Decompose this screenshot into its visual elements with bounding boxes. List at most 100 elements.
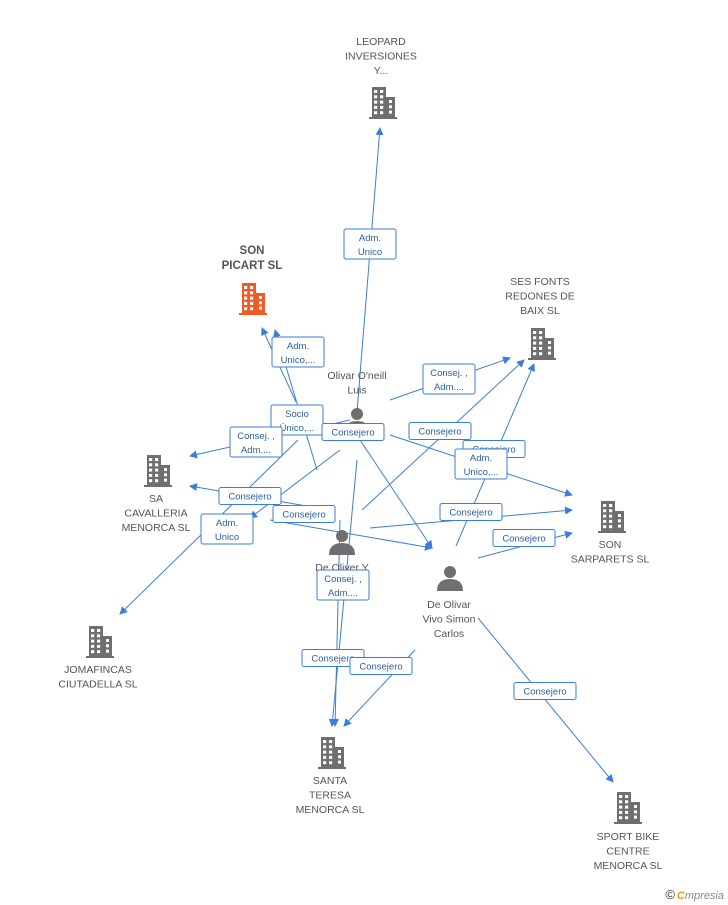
badge-box — [316, 569, 370, 601]
company-icon[interactable] — [144, 455, 172, 487]
node-label-line: MENORCA SL — [296, 804, 365, 816]
relation-badge[interactable]: Adm. Unico,... — [271, 336, 325, 368]
node-label-line: INVERSIONES — [345, 51, 417, 63]
person-icon[interactable] — [329, 530, 355, 555]
node-label-line: MENORCA SL — [594, 860, 663, 872]
company-icon[interactable] — [318, 737, 346, 769]
relation-badge[interactable]: Consej. ,Adm.... — [316, 569, 370, 601]
badge-box — [271, 336, 325, 368]
badge-label-line: Consejero — [449, 508, 492, 519]
badge-label-line: Adm.... — [241, 445, 271, 456]
relation-badge[interactable]: Consejero — [513, 682, 577, 700]
node-label-line: SES FONTS — [510, 276, 570, 288]
node-label-line: Y... — [374, 65, 388, 77]
badge-label-line: Consejero — [331, 428, 374, 439]
copyright-symbol: © — [665, 887, 675, 902]
company-icon[interactable] — [528, 328, 556, 360]
badge-label-line: Adm. — [287, 341, 309, 352]
node-label-line: CENTRE — [606, 846, 649, 858]
badge-label-line: Socio — [285, 409, 309, 420]
company-icon[interactable] — [369, 87, 397, 119]
node-leopard[interactable]: LEOPARD INVERSIONES Y... — [345, 36, 417, 119]
node-label-line: SARPARETS SL — [571, 554, 650, 566]
relation-badge[interactable]: Consej. , Adm.... — [422, 363, 476, 395]
badge-box — [422, 363, 476, 395]
node-label-line: Olivar O'neill — [327, 370, 386, 382]
node-label-line: LEOPARD — [356, 36, 406, 48]
relation-badge[interactable]: Adm. Unico — [200, 513, 254, 545]
badge-box — [229, 426, 283, 458]
badge-label-line: Consejero — [359, 662, 402, 673]
node-label-line: CAVALLERIA — [124, 508, 187, 520]
node-sonsarparets[interactable]: SON SARPARETS SL — [571, 501, 650, 566]
node-label-line: SA — [149, 493, 163, 505]
node-label-line: SANTA — [313, 775, 347, 787]
badge-label-line: Consejero — [523, 687, 566, 698]
badge-label-line: Adm. — [216, 518, 238, 529]
brand-initial: C — [676, 890, 685, 902]
badge-label-line: Adm. — [470, 453, 492, 464]
badge-box — [218, 487, 282, 505]
badge-label-line: Consej. , — [430, 368, 468, 379]
badge-box — [200, 513, 254, 545]
node-label-line: TERESA — [309, 790, 351, 802]
badge-label-line: Consejero — [418, 427, 461, 438]
badge-box — [408, 422, 472, 440]
edge-arrow — [269, 519, 433, 551]
badge-label-line: Unico,... — [464, 467, 499, 478]
badge-label-line: Adm. — [359, 233, 381, 244]
company-main-icon[interactable] — [239, 283, 267, 315]
node-sacavalleria[interactable]: SA CAVALLERIA MENORCA SL — [122, 455, 191, 534]
node-label-line: SON — [599, 539, 622, 551]
relation-badge[interactable]: Consejero — [349, 657, 413, 675]
badge-label-line: Unico,... — [281, 355, 316, 366]
relation-badge[interactable]: Consejero — [439, 503, 503, 521]
badge-box — [321, 423, 385, 441]
node-label-line: PICART SL — [222, 260, 283, 272]
badge-box — [513, 682, 577, 700]
badge-label-line: Consej. , — [237, 431, 275, 442]
relation-badge[interactable]: SocioÚnico,... — [270, 404, 324, 436]
person-icon[interactable] — [437, 566, 463, 591]
badge-box — [454, 448, 508, 480]
badge-box — [272, 505, 336, 523]
relation-badge[interactable]: Adm. Unico,... — [454, 448, 508, 480]
badge-label-line: Adm.... — [328, 588, 358, 599]
relation-badge[interactable]: Consejero — [272, 505, 336, 523]
node-label-line: REDONES DE — [505, 291, 574, 303]
badge-label-line: Adm.... — [434, 382, 464, 393]
edge-arrow — [249, 449, 341, 519]
node-santateresa[interactable]: SANTA TERESA MENORCA SL — [296, 737, 365, 816]
badge-box — [349, 657, 413, 675]
badge-box — [343, 228, 397, 260]
badge-label-line: Unico — [358, 247, 382, 258]
company-icon[interactable] — [86, 626, 114, 658]
relation-badge[interactable]: Consejero — [321, 423, 385, 441]
edge-arrow — [356, 127, 384, 413]
company-icon[interactable] — [598, 501, 626, 533]
badge-box — [439, 503, 503, 521]
relation-badge[interactable]: Consejero — [492, 529, 556, 547]
relation-badge[interactable]: Consej. , Adm.... — [229, 426, 283, 458]
node-label-line: CIUTADELLA SL — [58, 679, 137, 691]
node-label-line: Luis — [347, 385, 366, 397]
badge-label-line: Consejero — [502, 534, 545, 545]
relation-badge[interactable]: Consejero — [218, 487, 282, 505]
footer-brand: ©Cmpresia — [665, 887, 724, 902]
relation-badge[interactable]: Consejero — [408, 422, 472, 440]
badge-label-line: Consejero — [311, 654, 354, 665]
badge-label-line: Consejero — [282, 510, 325, 521]
badge-label-line: Unico — [215, 532, 239, 543]
relation-badge[interactable]: Adm. Unico — [343, 228, 397, 260]
edge-arrow — [359, 439, 433, 549]
badge-box — [492, 529, 556, 547]
node-label-line: MENORCA SL — [122, 522, 191, 534]
company-icon[interactable] — [614, 792, 642, 824]
